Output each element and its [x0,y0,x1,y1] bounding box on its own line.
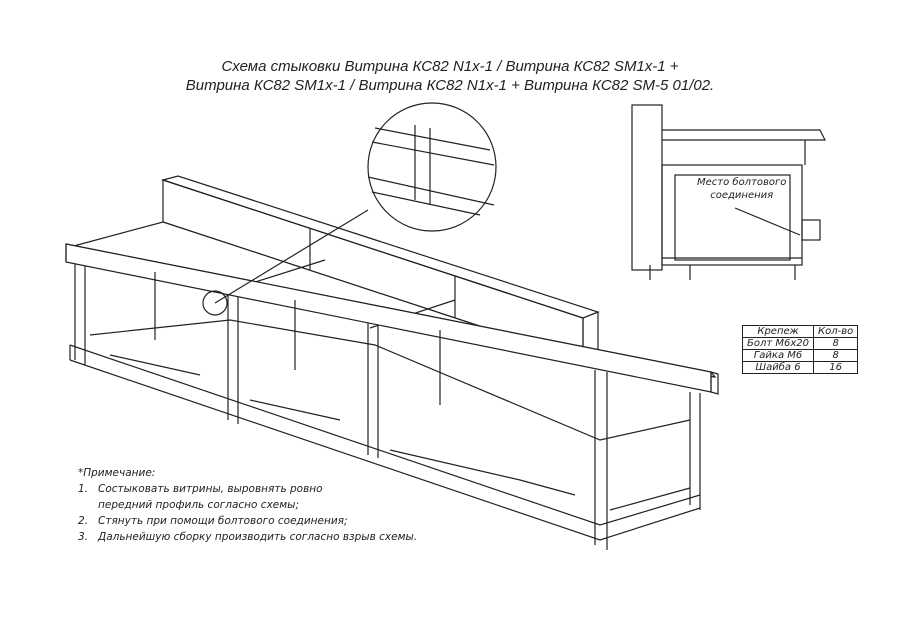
header-quantity: Кол-во [813,325,859,338]
detail-circle [202,102,497,316]
note-item: 1. Состыковать витрины, выровнять ровно [78,481,417,497]
drawing-title-line-1: Схема стыковки Витрина КС82 N1x-1 / Витр… [221,58,679,75]
table-header-row: Крепеж Кол-во [741,325,859,338]
side-view [631,104,826,280]
note-number: 3. [78,531,89,543]
callout-line-1: Место болтового [697,177,787,188]
note-text: Дальнейшую сборку производить согласно в… [98,531,418,543]
callout-line-2: соединения [710,190,774,201]
fastener-name: Гайка М6 [741,349,815,362]
bolt-joint-callout: Место болтового соединения [697,176,787,202]
fastener-name: Шайба 6 [741,361,815,374]
fastener-name: Болт М6х20 [741,337,815,350]
fastener-qty: 16 [813,361,859,374]
front-rail [65,243,719,395]
note-continuation: передний профиль согласно схемы; [98,499,300,511]
note-text: Стянуть при помощи болтового соединения; [98,515,348,527]
notes: *Примечание: 1. Состыковать витрины, выро… [78,465,417,545]
notes-heading: *Примечание: [78,467,156,479]
table-row: Гайка М6 8 [741,349,859,362]
fastener-qty: 8 [813,337,859,350]
note-number: 2. [78,515,89,527]
note-item: 2. Стянуть при помощи болтового соединени… [78,513,417,529]
note-text: Состыковать витрины, выровнять ровно [98,483,323,495]
note-number: 1. [78,483,89,495]
drawing-title-line-2: Витрина КС82 SM1x-1 / Витрина КС82 N1x-1… [185,77,715,94]
fastener-qty: 8 [813,349,859,362]
table-row: Болт М6х20 8 [741,337,859,350]
fasteners-table: Крепеж Кол-во Болт М6х20 8 Гайка М6 8 Ша… [741,325,859,374]
note-item: 3. Дальнейшую сборку производить согласно… [78,529,417,545]
base-frame [69,264,701,550]
table-row: Шайба 6 16 [741,361,859,374]
header-fastener: Крепеж [741,325,815,338]
